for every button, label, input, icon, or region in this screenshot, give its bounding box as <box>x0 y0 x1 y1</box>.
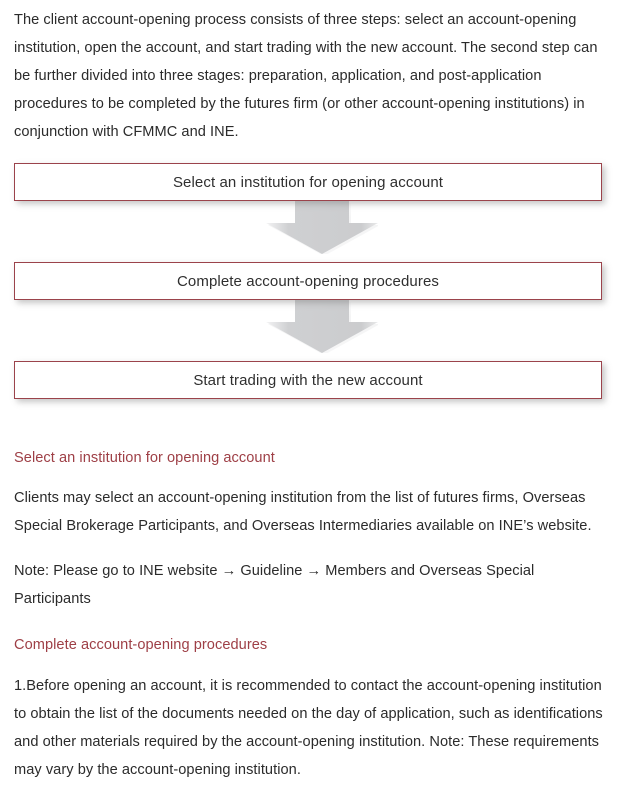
flow-step-1: Select an institution for opening accoun… <box>14 163 602 201</box>
down-arrow-icon <box>266 300 378 353</box>
flow-connector-1 <box>14 201 622 262</box>
flow-step-2-label: Complete account-opening procedures <box>177 272 439 290</box>
section-body-complete-procedures: 1.Before opening an account, it is recom… <box>14 678 603 778</box>
section-heading-select-institution: Select an institution for opening accoun… <box>14 450 275 466</box>
flow-step-1-label: Select an institution for opening accoun… <box>172 173 444 191</box>
flow-connector-2 <box>14 300 622 361</box>
section-heading-complete-procedures: Complete account-opening procedures <box>14 637 268 653</box>
section-note-select-institution: Note: Please go to INE website → Guideli… <box>14 563 535 607</box>
flow-step-2: Complete account-opening procedures <box>14 262 602 300</box>
section-body-select-institution: Clients may select an account-opening in… <box>14 490 592 534</box>
flow-step-3: Start trading with the new account <box>14 361 602 399</box>
down-arrow-icon <box>266 201 378 254</box>
intro-paragraph: The client account-opening process consi… <box>14 12 598 140</box>
flow-step-3-label: Start trading with the new account <box>193 371 423 389</box>
flowchart: Select an institution for opening accoun… <box>14 163 622 399</box>
